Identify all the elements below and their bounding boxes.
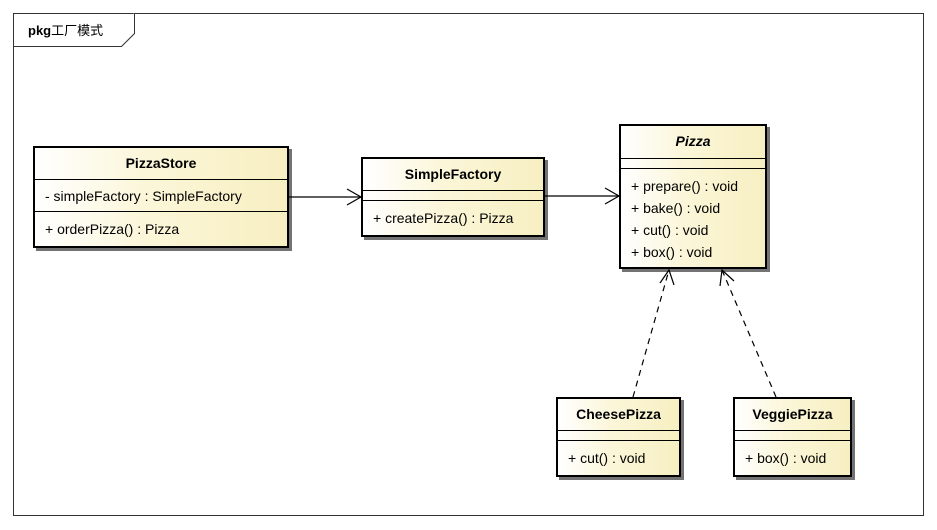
dependency-arrowhead bbox=[659, 268, 675, 286]
operations-section: + prepare() : void + bake() : void + cut… bbox=[621, 169, 765, 263]
class-pizzastore[interactable]: PizzaStore - simpleFactory : SimpleFacto… bbox=[33, 146, 289, 248]
class-name: PizzaStore bbox=[35, 148, 287, 180]
operation: + createPizza() : Pizza bbox=[373, 210, 514, 226]
class-veggiepizza[interactable]: VeggiePizza + box() : void bbox=[733, 397, 852, 477]
dependency-arrowhead bbox=[719, 268, 735, 287]
operations-section: + cut() : void bbox=[558, 441, 679, 469]
dependency-veggiepizza-pizza bbox=[721, 269, 777, 398]
class-pizza[interactable]: Pizza + prepare() : void + bake() : void… bbox=[619, 124, 767, 269]
operation: + bake() : void bbox=[631, 200, 721, 216]
attributes-section bbox=[735, 431, 850, 441]
package-keyword: pkg bbox=[28, 23, 52, 38]
package-frame-tab bbox=[13, 13, 135, 47]
operation: + orderPizza() : Pizza bbox=[45, 221, 180, 237]
operations-section: + orderPizza() : Pizza bbox=[35, 212, 287, 240]
operation: + cut() : void bbox=[568, 450, 646, 466]
class-name: SimpleFactory bbox=[363, 159, 543, 191]
operation: + prepare() : void bbox=[631, 178, 738, 194]
class-name: VeggiePizza bbox=[735, 399, 850, 431]
class-simplefactory[interactable]: SimpleFactory + createPizza() : Pizza bbox=[361, 157, 545, 237]
class-cheesepizza[interactable]: CheesePizza + cut() : void bbox=[556, 397, 681, 477]
attributes-section: - simpleFactory : SimpleFactory bbox=[35, 180, 287, 212]
attribute: - simpleFactory : SimpleFactory bbox=[45, 188, 242, 204]
operation: + cut() : void bbox=[631, 222, 709, 238]
operation: + box() : void bbox=[745, 450, 827, 466]
attributes-section bbox=[621, 159, 765, 169]
operations-section: + box() : void bbox=[735, 441, 850, 469]
dependency-cheesepizza-pizza bbox=[632, 269, 670, 398]
attributes-section bbox=[558, 431, 679, 441]
package-name: 工厂模式 bbox=[51, 23, 104, 38]
operations-section: + createPizza() : Pizza bbox=[363, 201, 543, 229]
class-name: Pizza bbox=[621, 126, 765, 159]
attributes-section bbox=[363, 191, 543, 201]
class-name: CheesePizza bbox=[558, 399, 679, 431]
operation: + box() : void bbox=[631, 244, 713, 260]
package-frame-title: pkg工厂模式 bbox=[28, 23, 103, 39]
